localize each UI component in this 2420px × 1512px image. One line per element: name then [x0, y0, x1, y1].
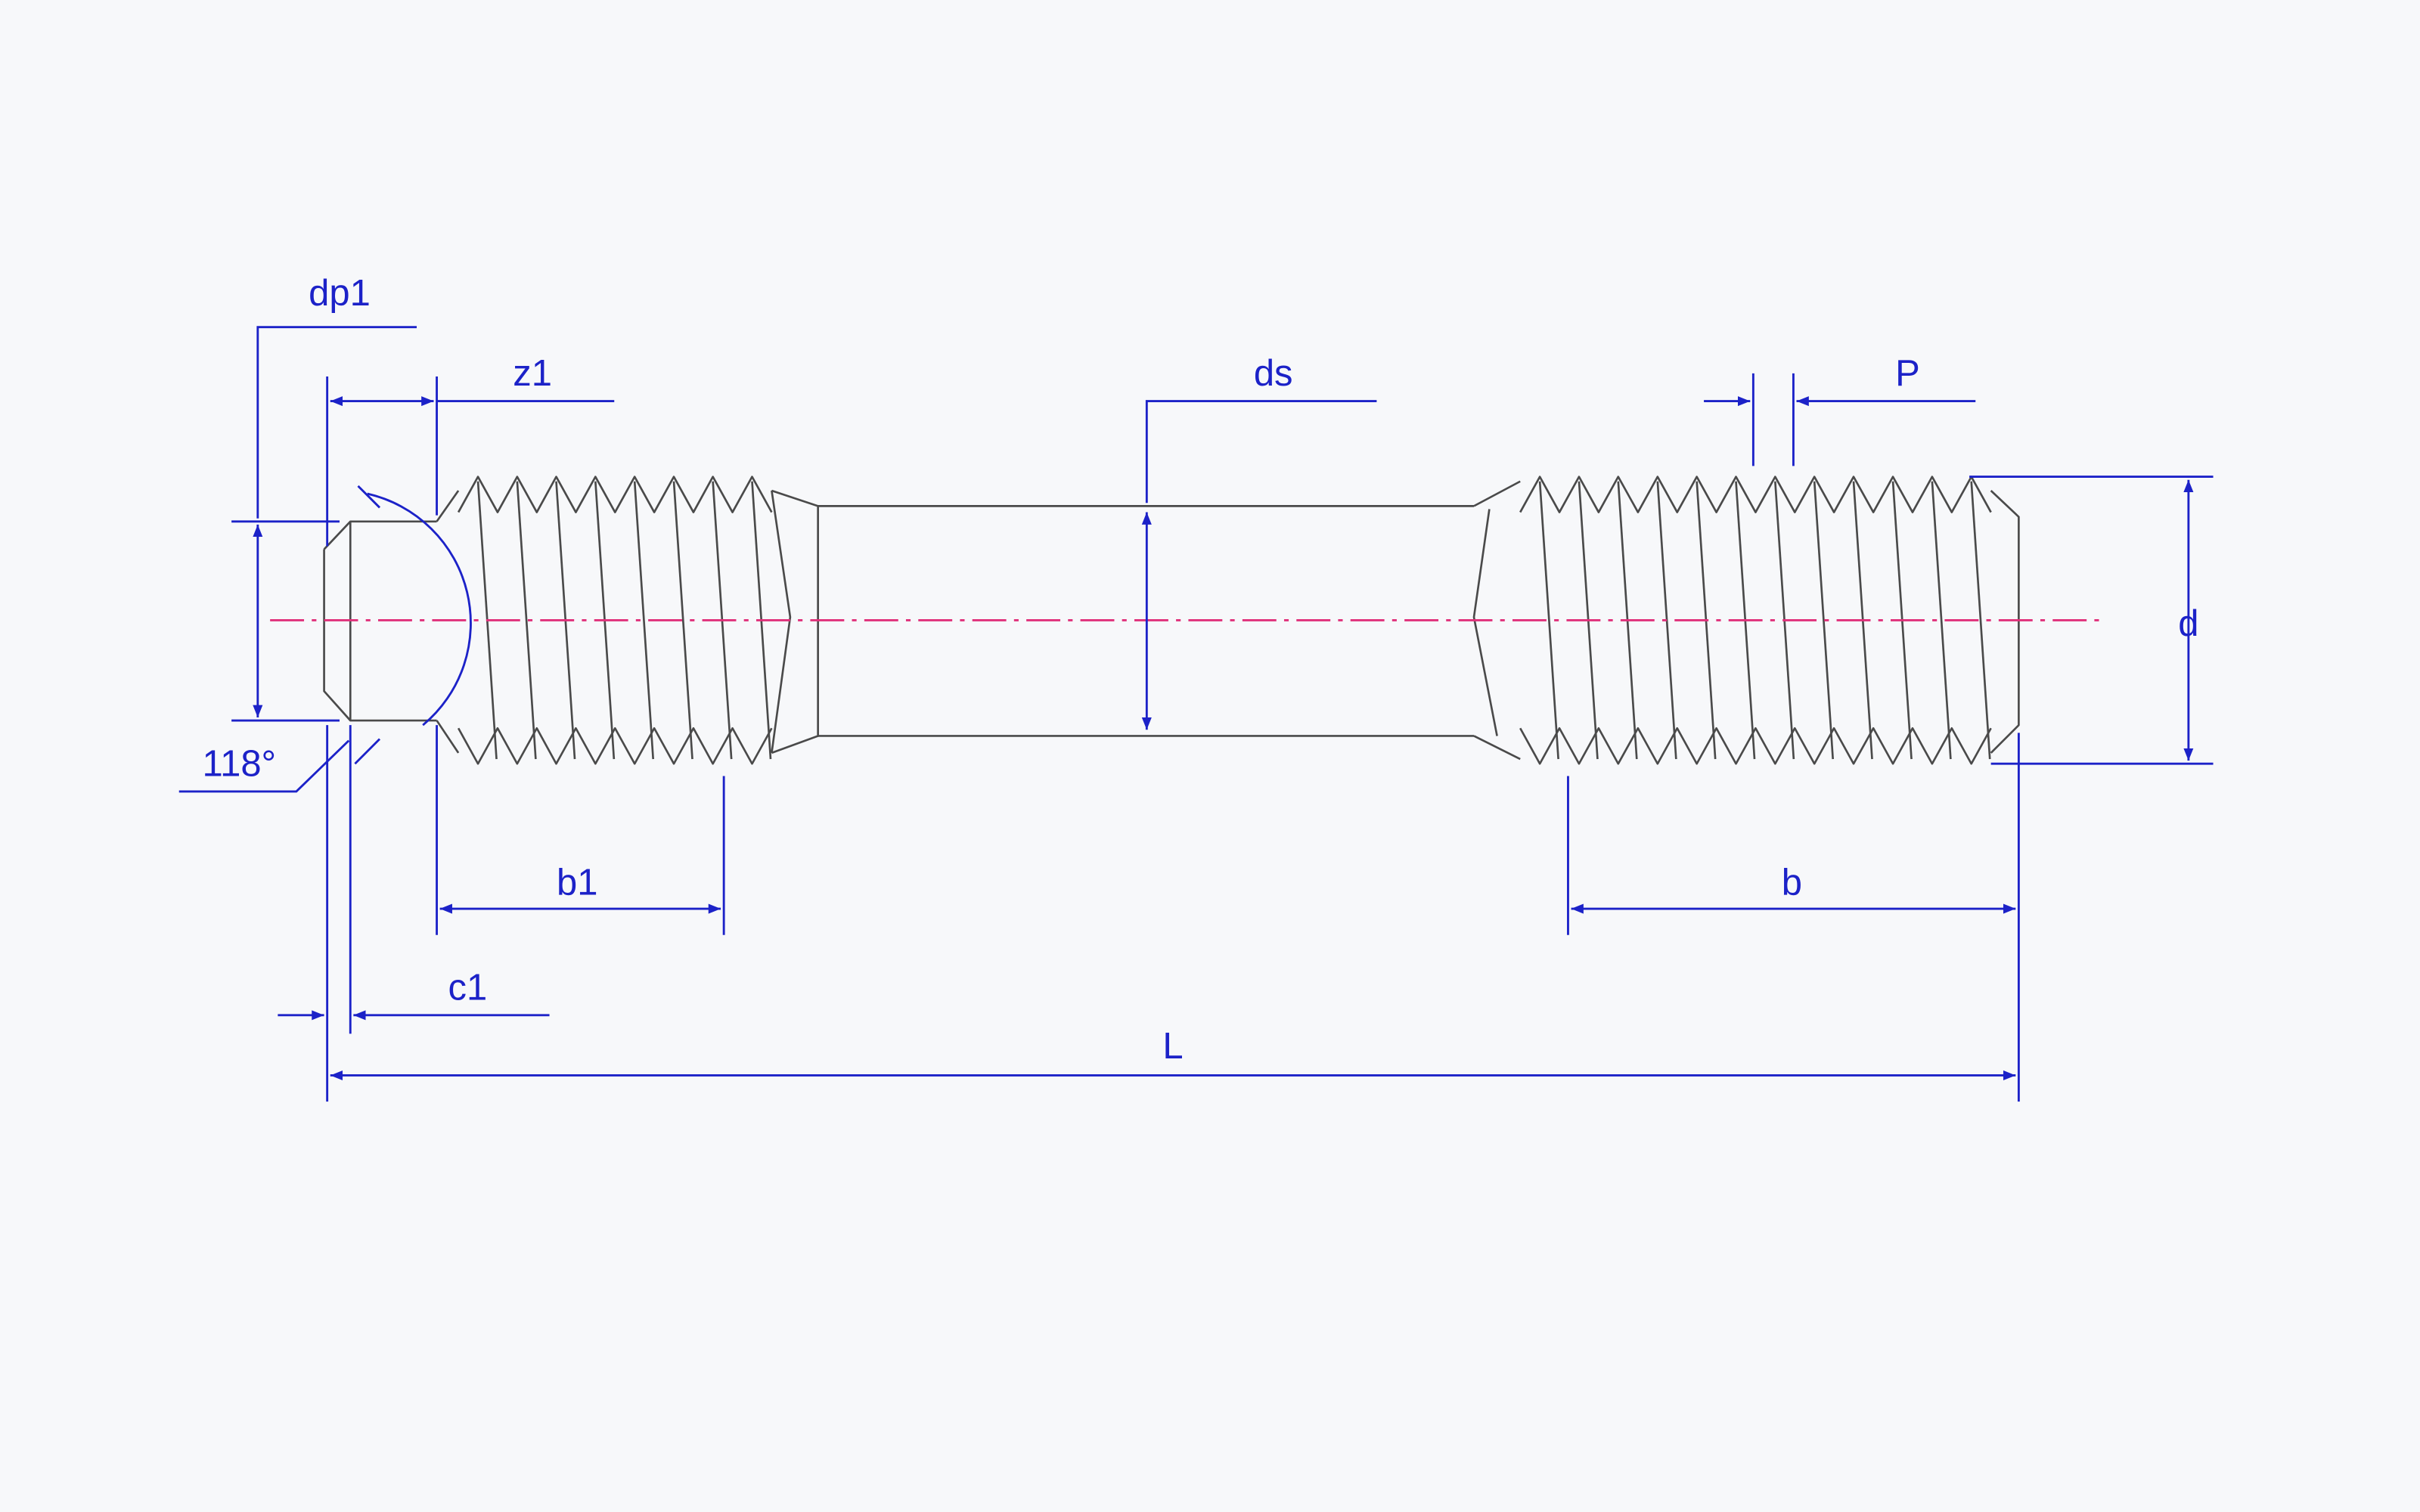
angle-arc	[367, 492, 472, 727]
left-thread-crest-top	[457, 476, 773, 513]
thread-flank-line	[672, 481, 693, 760]
label-b1: b1	[557, 863, 597, 903]
angle-leader	[178, 739, 350, 793]
thread-flank-line	[633, 481, 654, 760]
right-thread-crest-bottom	[1519, 727, 1992, 765]
angle-tick-top	[357, 485, 381, 509]
label-c1: c1	[448, 967, 488, 1008]
shank	[818, 505, 1474, 737]
label-d: d	[2178, 603, 2198, 644]
dp1-leader	[256, 326, 417, 519]
thread-flank-line	[1538, 481, 1559, 760]
dimension-labels: dp1 z1 ds P d 118° b1 b c1 L	[202, 273, 2198, 1067]
dimensions	[178, 326, 2214, 1102]
angle-tick-bottom	[354, 738, 381, 765]
thread-flank-line	[516, 481, 537, 760]
thread-flank-line	[1970, 481, 1991, 760]
left-thread-chamfer	[436, 490, 460, 754]
label-dp1: dp1	[309, 273, 371, 314]
right-thread-runout	[1472, 480, 1521, 761]
label-p: P	[1895, 353, 1920, 394]
thread-flank-line	[1931, 481, 1952, 760]
thread-flank-line	[1813, 481, 1834, 760]
label-b: b	[1782, 863, 1802, 903]
label-ds: ds	[1254, 353, 1293, 394]
label-l: L	[1162, 1026, 1183, 1067]
ds-leader	[1145, 400, 1377, 503]
left-thread-crest-bottom	[457, 727, 773, 765]
label-angle: 118°	[202, 744, 276, 785]
right-thread-crest-top	[1519, 476, 1992, 513]
label-z1: z1	[513, 353, 552, 394]
